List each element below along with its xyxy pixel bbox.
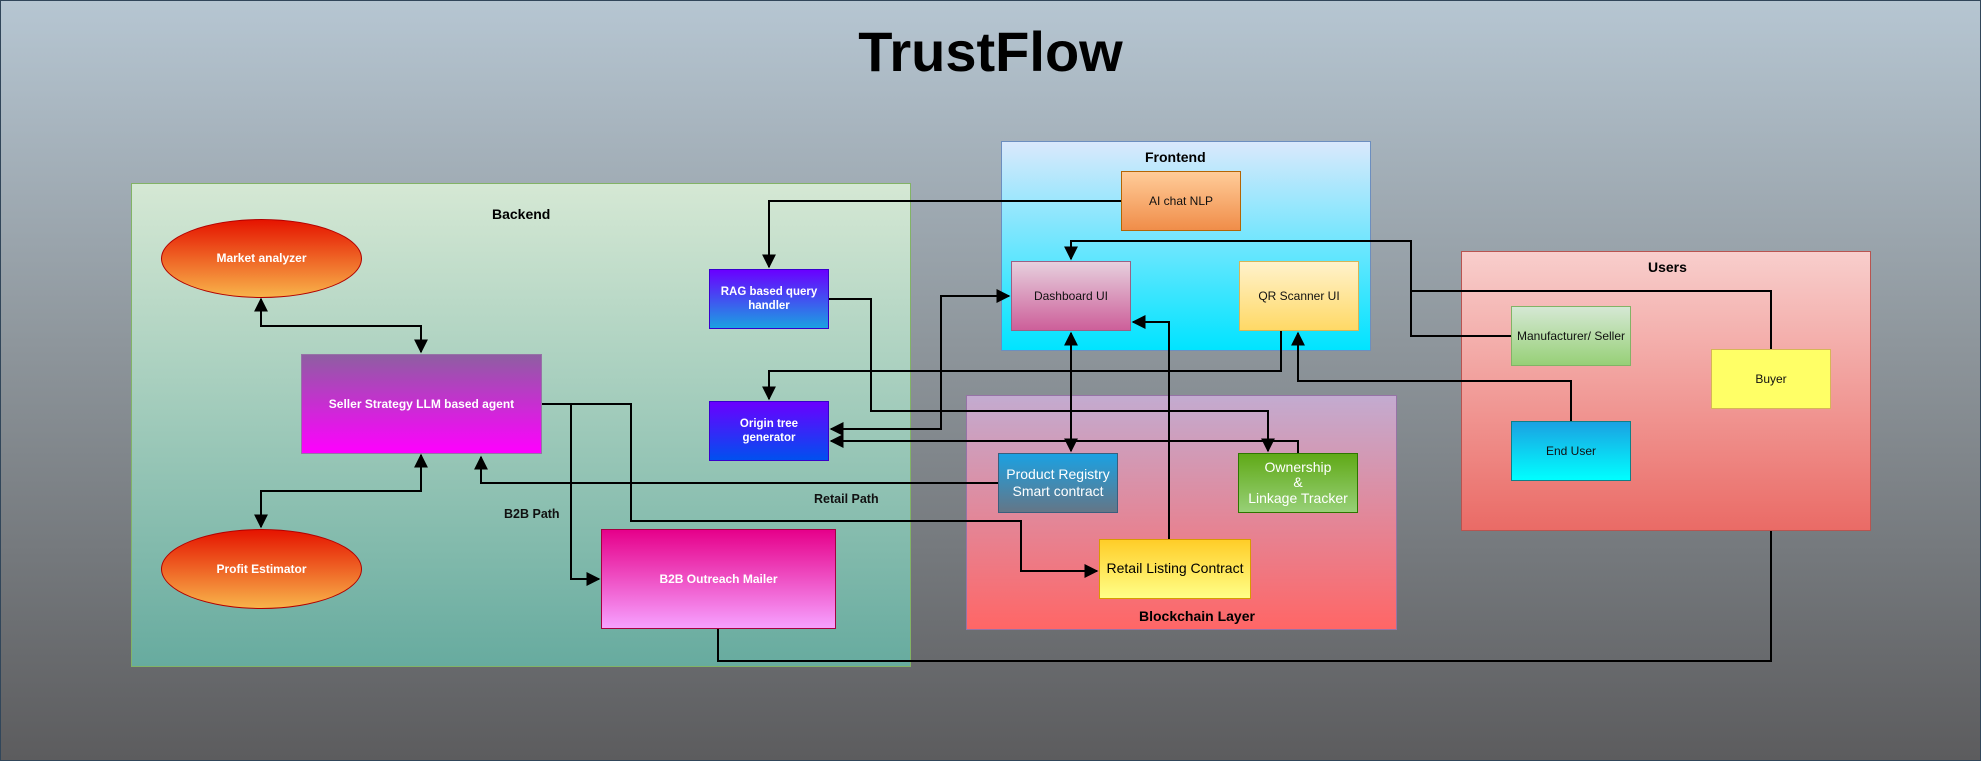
retail-listing-node: Retail Listing Contract [1099, 539, 1251, 599]
blockchain-label: Blockchain Layer [1139, 608, 1255, 624]
end-user-node: End User [1511, 421, 1631, 481]
backend-label: Backend [492, 206, 551, 222]
buyer-node: Buyer [1711, 349, 1831, 409]
profit-estimator-node: Profit Estimator [161, 529, 362, 609]
manufacturer-seller-node: Manufacturer/ Seller [1511, 306, 1631, 366]
seller-strategy-node: Seller Strategy LLM based agent [301, 354, 542, 454]
product-registry-node: Product Registry Smart contract [998, 453, 1118, 513]
diagram-title: TrustFlow [858, 20, 1123, 83]
ownership-tracker-node: Ownership & Linkage Tracker [1238, 453, 1358, 513]
qr-scanner-ui-node[interactable]: QR Scanner UI [1239, 261, 1359, 331]
users-label: Users [1648, 259, 1687, 275]
retail-path-label: Retail Path [814, 492, 879, 506]
rag-handler-node: RAG based query handler [709, 269, 829, 329]
b2b-path-label: B2B Path [504, 507, 560, 521]
frontend-label: Frontend [1145, 149, 1206, 165]
origin-tree-node: Origin tree generator [709, 401, 829, 461]
ai-chat-node: AI chat NLP [1121, 171, 1241, 231]
b2b-mailer-node: B2B Outreach Mailer [601, 529, 836, 629]
market-analyzer-node: Market analyzer [161, 219, 362, 298]
dashboard-ui-node[interactable]: Dashboard UI [1011, 261, 1131, 331]
